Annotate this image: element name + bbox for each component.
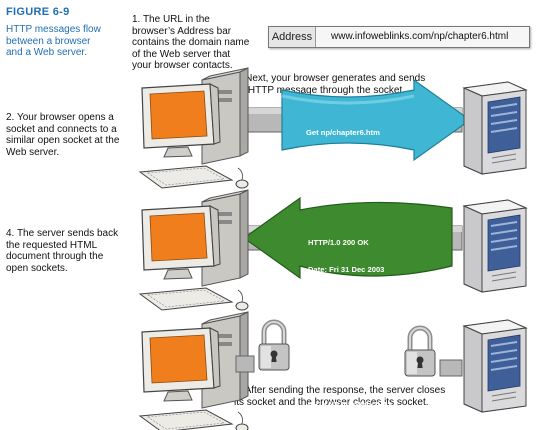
address-bar: Address www.infoweblinks.com/np/chapter6…	[268, 26, 530, 48]
padlock-icon	[259, 322, 289, 370]
request-arrow	[281, 78, 472, 162]
response-line: Date: Fri 31 Dec 2003	[308, 265, 385, 274]
response-line: <BODY>	[308, 373, 339, 382]
response-line: HTTP/1.0 200 OK	[308, 238, 369, 247]
web-server-response	[463, 199, 527, 293]
figure-label: FIGURE 6-9	[6, 6, 70, 18]
response-line: Content-Type: text.htm	[308, 292, 391, 301]
client-computer-closed	[139, 311, 249, 430]
closed-browser-socket	[235, 355, 255, 373]
response-line: Content-Length: 1354	[308, 319, 387, 328]
response-message: HTTP/1.0 200 OK Date: Fri 31 Dec 2003 Co…	[308, 220, 392, 418]
padlock-icon	[405, 328, 435, 376]
client-computer-request	[139, 67, 249, 189]
address-bar-url: www.infoweblinks.com/np/chapter6.html	[331, 31, 509, 42]
request-line: From: you@school.edu	[306, 155, 391, 164]
request-line: Get np/chapter6.htm	[306, 128, 380, 137]
response-line: <HTML>	[308, 346, 338, 355]
step-2-text: 2. Your browser opens a socket and conne…	[6, 112, 120, 158]
closed-server-socket	[439, 359, 463, 377]
figure-caption: HTTP messages flow between a browser and…	[6, 24, 101, 58]
response-line: <H1> NP InfoWeb</H1>	[308, 400, 392, 409]
request-message: Get np/chapter6.htm From: you@school.edu…	[306, 110, 397, 200]
step-4-text: 4. The server sends back the requested H…	[6, 228, 119, 274]
request-line: user-agent HTTP Tool/1.0	[306, 182, 397, 191]
response-arrow	[242, 196, 453, 280]
step-1-text: 1. The URL in the browser’s Address bar …	[132, 14, 250, 71]
address-bar-label: Address	[269, 27, 316, 47]
client-computer-response	[139, 189, 249, 311]
web-server-closed	[463, 319, 527, 413]
web-server-request	[463, 81, 527, 175]
